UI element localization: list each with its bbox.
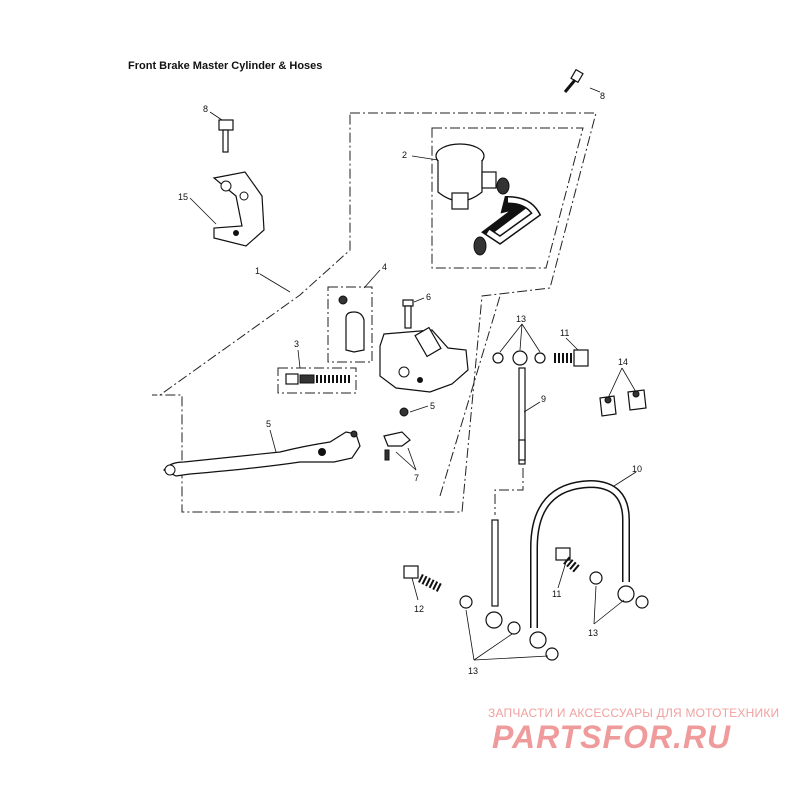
- banjo-bolt-11-lower: [555, 547, 581, 574]
- callout-8-top: 8: [600, 91, 605, 101]
- callout-11-upper: 11: [560, 328, 569, 338]
- callout-6: 6: [426, 292, 431, 302]
- callout-13-lower: 13: [468, 666, 478, 676]
- bracket-15: [212, 171, 265, 247]
- callout-5-small: 5: [430, 401, 435, 411]
- reservoir-outline: [431, 127, 584, 269]
- callout-10: 10: [632, 464, 642, 474]
- callout-2: 2: [402, 150, 407, 160]
- callout-11-lower: 11: [552, 589, 561, 599]
- bolt-6: [402, 299, 414, 329]
- bolt-8-top: [563, 68, 584, 93]
- callout-3: 3: [294, 339, 299, 349]
- assembly-outline-1: [152, 112, 597, 513]
- callout-7: 7: [414, 473, 419, 483]
- callout-9: 9: [541, 394, 546, 404]
- master-cylinder-1: [379, 326, 469, 393]
- callout-13-right: 13: [588, 628, 598, 638]
- leader-lines: [189, 87, 637, 661]
- hose-link-outline: [494, 468, 524, 515]
- lever-5: [163, 430, 361, 477]
- piston-outline: [277, 367, 357, 394]
- watermark-tagline: ЗАПЧАСТИ И АКСЕССУАРЫ ДЛЯ МОТОТЕХНИКИ: [488, 706, 780, 720]
- clips-14: [599, 389, 647, 417]
- diagram-title: Front Brake Master Cylinder & Hoses: [128, 60, 323, 72]
- bolt-8-left: [218, 119, 234, 153]
- reservoir-2: [435, 143, 542, 256]
- svg-text:PARTSFOR.RU: PARTSFOR.RU: [492, 719, 731, 755]
- pivot-7: [383, 431, 411, 461]
- washers-lower: [459, 571, 649, 661]
- hose-10: [530, 479, 630, 628]
- callout-1: 1: [255, 266, 260, 276]
- piston-kit-3: [285, 373, 350, 385]
- callout-14: 14: [618, 357, 628, 367]
- callout-8-left: 8: [203, 104, 208, 114]
- hose-9-lower: [491, 519, 499, 607]
- callout-12: 12: [414, 604, 424, 614]
- hose-9: [518, 367, 526, 465]
- callout-13-upper: 13: [516, 314, 526, 324]
- banjo-upper: [492, 349, 589, 367]
- callout-4: 4: [382, 262, 387, 272]
- mount-outline: [439, 295, 501, 497]
- clamp-outline: [327, 286, 373, 363]
- callout-15: 15: [178, 192, 188, 202]
- callout-5-lever: 5: [266, 419, 271, 429]
- banjo-bolt-12: [403, 565, 443, 593]
- nut-5: [399, 407, 409, 417]
- partsfor-logo: PARTSFOR.RU: [492, 719, 731, 755]
- clamp-4: [338, 295, 365, 353]
